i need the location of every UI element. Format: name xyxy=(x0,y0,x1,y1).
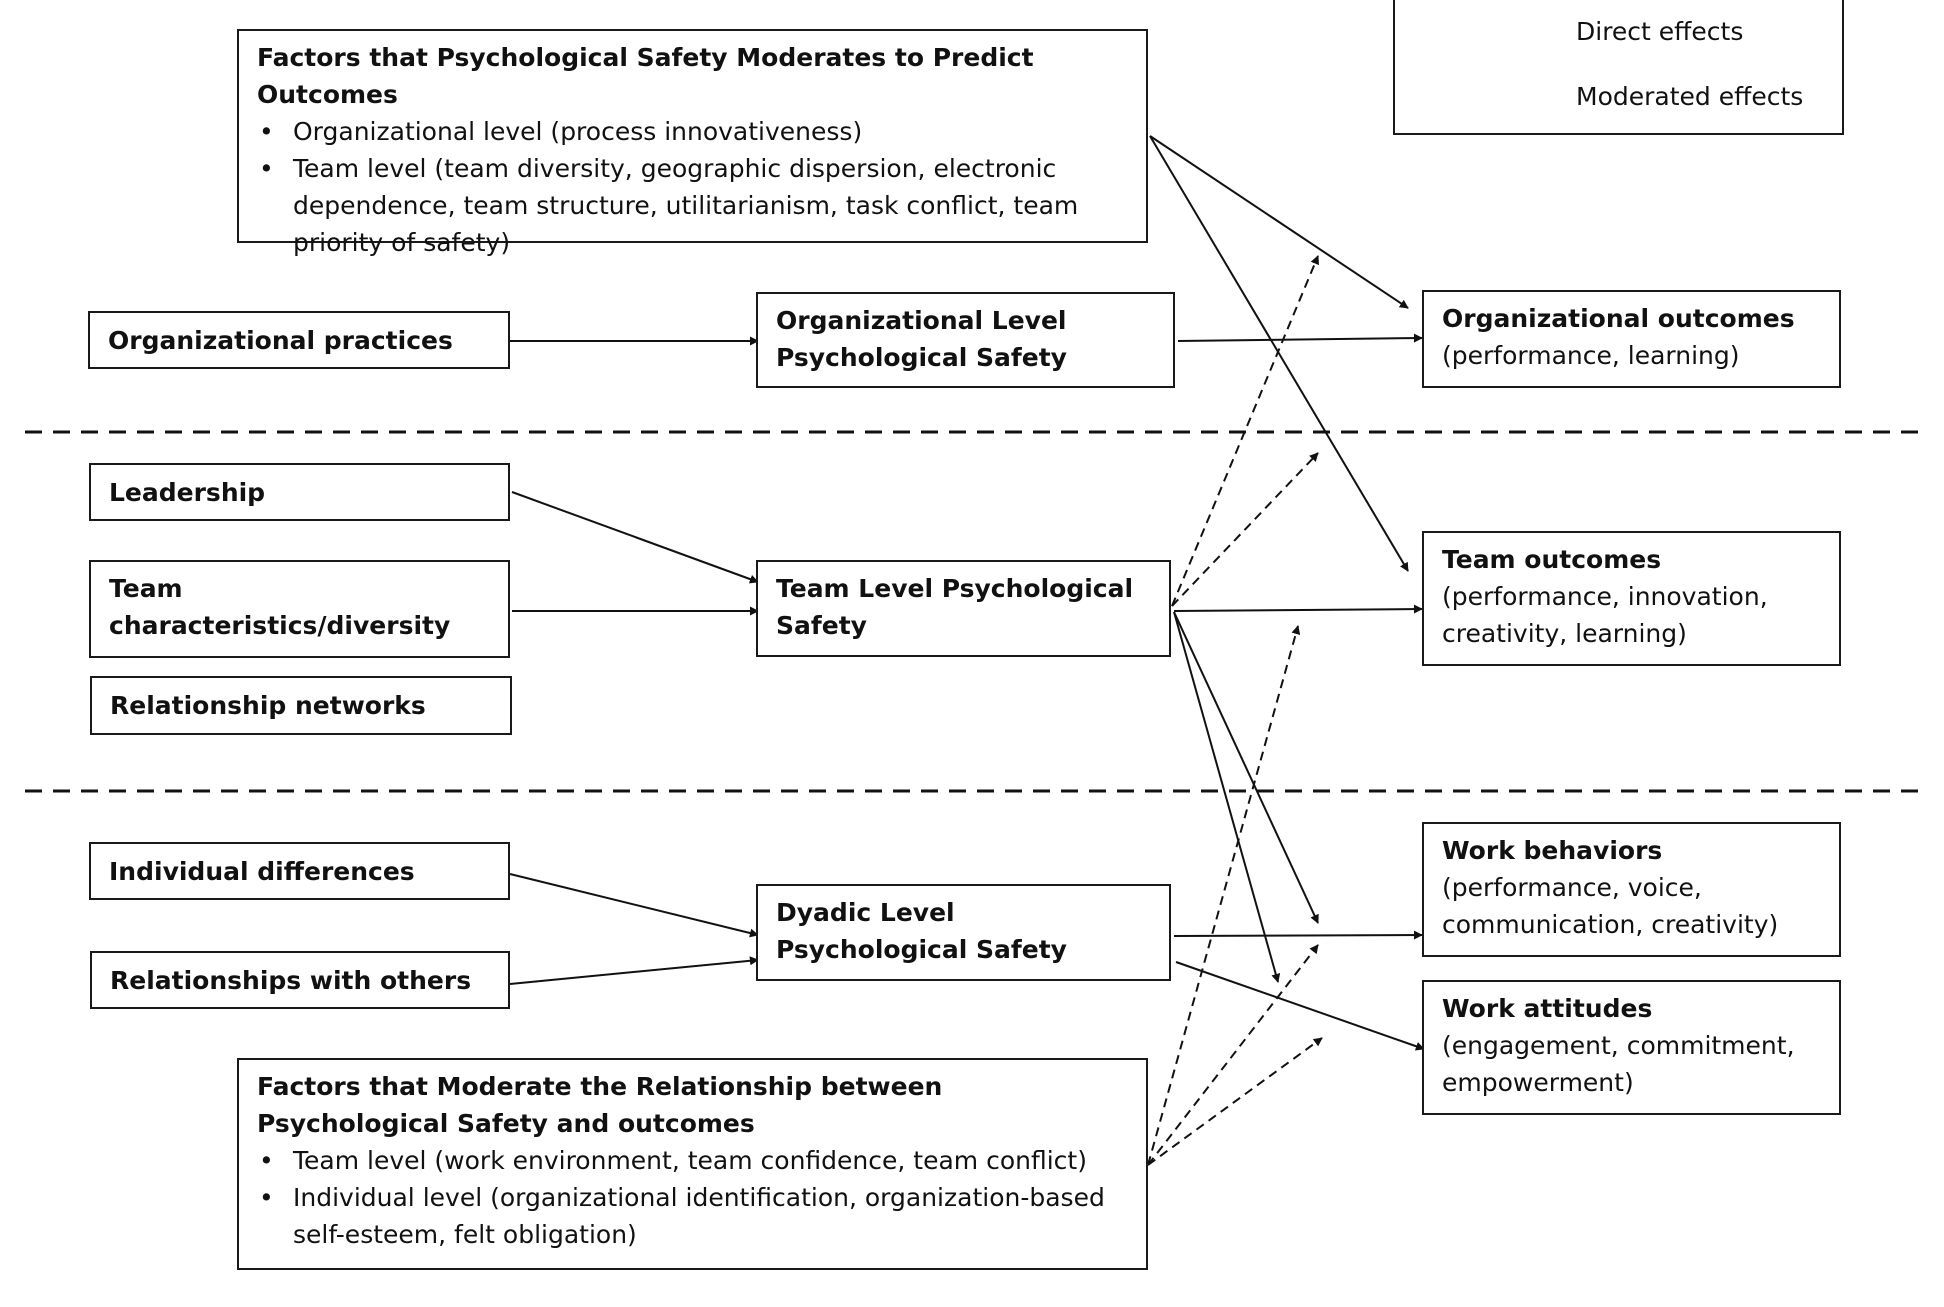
psych-safety-moderators-box: Factors that Psychological Safety Modera… xyxy=(237,29,1148,257)
psych-safety-moderators-title: Factors that Psychological Safety Modera… xyxy=(257,43,1034,109)
team-outcomes-detail: (performance, innovation, creativity, le… xyxy=(1442,582,1768,648)
team-level-psych-safety-box: Team Level Psychological Safety xyxy=(756,560,1171,657)
team-characteristics-box: Team characteristics/diversity xyxy=(89,560,510,658)
team-outcomes-title: Team outcomes xyxy=(1442,545,1662,574)
work-behaviors-detail: (performance, voice, communication, crea… xyxy=(1442,873,1779,939)
org-outcomes-detail: (performance, learning) xyxy=(1442,341,1740,370)
org-level-psych-safety-label: Organizational Level Psychological Safet… xyxy=(776,306,1067,372)
legend-moderated-label: Moderated effects xyxy=(1576,82,1804,111)
individual-differences-box: Individual differences xyxy=(89,842,510,900)
relationship-networks-box: Relationship networks xyxy=(90,676,512,735)
org-level-psych-safety-box: Organizational Level Psychological Safet… xyxy=(756,292,1175,388)
work-behaviors-box: Work behaviors (performance, voice, comm… xyxy=(1422,822,1841,957)
dyadic-level-psych-safety-box: Dyadic Level Psychological Safety xyxy=(756,884,1171,981)
moderated-effect-arrows xyxy=(1147,255,1323,1166)
work-attitudes-box: Work attitudes (engagement, commitment, … xyxy=(1422,980,1841,1115)
outcome-moderator-item: Individual level (organizational identif… xyxy=(257,1179,1128,1253)
work-attitudes-detail: (engagement, commitment, empowerment) xyxy=(1442,1031,1795,1097)
relationships-with-others-box: Relationships with others xyxy=(90,951,510,1009)
org-practices-box: Organizational practices xyxy=(88,311,510,369)
outcome-moderator-item: Team level (work environment, team confi… xyxy=(257,1142,1128,1179)
leadership-box: Leadership xyxy=(89,463,510,521)
work-attitudes-title: Work attitudes xyxy=(1442,994,1653,1023)
dyadic-level-psych-safety-label: Dyadic Level Psychological Safety xyxy=(776,898,1067,964)
org-outcomes-title: Organizational outcomes xyxy=(1442,304,1795,333)
outcome-moderators-title: Factors that Moderate the Relationship b… xyxy=(257,1072,943,1138)
org-outcomes-box: Organizational outcomes (performance, le… xyxy=(1422,290,1841,388)
outcome-moderators-box: Factors that Moderate the Relationship b… xyxy=(237,1058,1148,1270)
direct-effect-arrows xyxy=(509,135,1425,1051)
legend-box xyxy=(1393,0,1844,135)
team-outcomes-box: Team outcomes (performance, innovation, … xyxy=(1422,531,1841,666)
work-behaviors-title: Work behaviors xyxy=(1442,836,1663,865)
team-characteristics-label: Team characteristics/diversity xyxy=(109,574,451,640)
legend-direct-label: Direct effects xyxy=(1576,17,1744,46)
psych-safety-moderator-item: Team level (team diversity, geographic d… xyxy=(257,150,1128,261)
psych-safety-moderator-item: Organizational level (process innovative… xyxy=(257,113,1128,150)
team-level-psych-safety-label: Team Level Psychological Safety xyxy=(776,574,1134,640)
